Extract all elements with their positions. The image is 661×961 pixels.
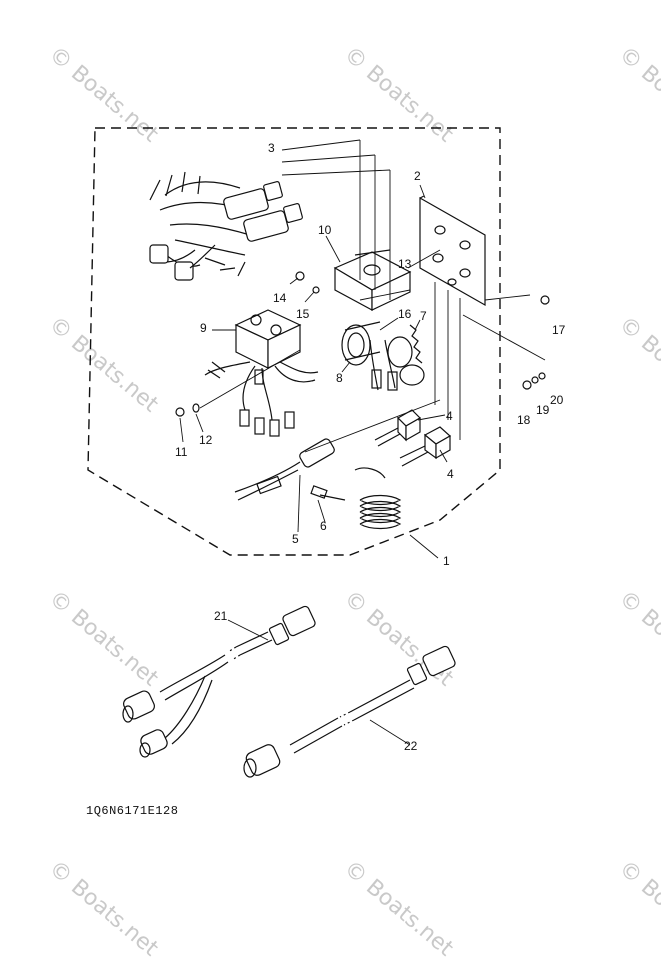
callout-2: 2 [414,169,421,183]
parts-diagram: © Boats.net © Boats.net © Boats.net © Bo… [44,42,661,961]
callout-labels: 1 2 3 4 4 5 6 7 8 9 10 11 12 13 14 15 16… [175,141,566,753]
part-code: 1Q6N6171E128 [86,804,179,818]
harness-part-3 [149,171,303,281]
assembly-outline [87,127,501,556]
spring-part-7 [409,324,423,364]
switch-box-part-9 [204,309,319,437]
callout-8: 8 [336,371,343,385]
callout-10: 10 [318,223,332,237]
callout-19: 19 [536,403,550,417]
callout-16: 16 [398,307,412,321]
callout-18: 18 [517,413,531,427]
callout-14: 14 [273,291,287,305]
callout-11: 11 [175,445,188,459]
callout-15: 15 [296,307,310,321]
callout-20: 20 [550,393,564,407]
callout-9: 9 [200,321,207,335]
callout-6: 6 [320,519,327,533]
nut-part-18 [522,380,532,390]
callout-1: 1 [443,554,450,568]
screw-part-17 [540,295,550,305]
coil-part-8 [341,321,425,391]
leader-lines [179,139,546,746]
washer-part-19 [531,376,539,384]
washer-part-12 [192,403,200,413]
callout-5: 5 [292,532,299,546]
plate-part-2 [419,195,486,307]
screw-part-14 [295,271,305,281]
extension-cable-part-22 [243,645,456,778]
callout-21: 21 [214,609,228,623]
washer-part-20 [538,372,546,380]
callout-7: 7 [420,309,427,323]
clip-part-4b [399,426,452,467]
cable-part-5 [234,438,335,501]
washer-part-15 [312,286,320,294]
callout-17: 17 [552,323,566,337]
y-harness-part-21 [122,605,316,758]
screw-part-11 [175,407,185,417]
callout-22: 22 [404,739,418,753]
callout-12: 12 [199,433,213,447]
callout-3: 3 [268,141,275,155]
callout-13: 13 [398,257,412,271]
callout-4a: 4 [446,409,453,423]
callout-4b: 4 [447,467,454,481]
clip-part-4a [374,409,421,447]
diagram-drawing: 1 2 3 4 4 5 6 7 8 9 10 11 12 13 14 15 16… [87,127,566,778]
coiled-cord-part-6 [310,467,402,530]
